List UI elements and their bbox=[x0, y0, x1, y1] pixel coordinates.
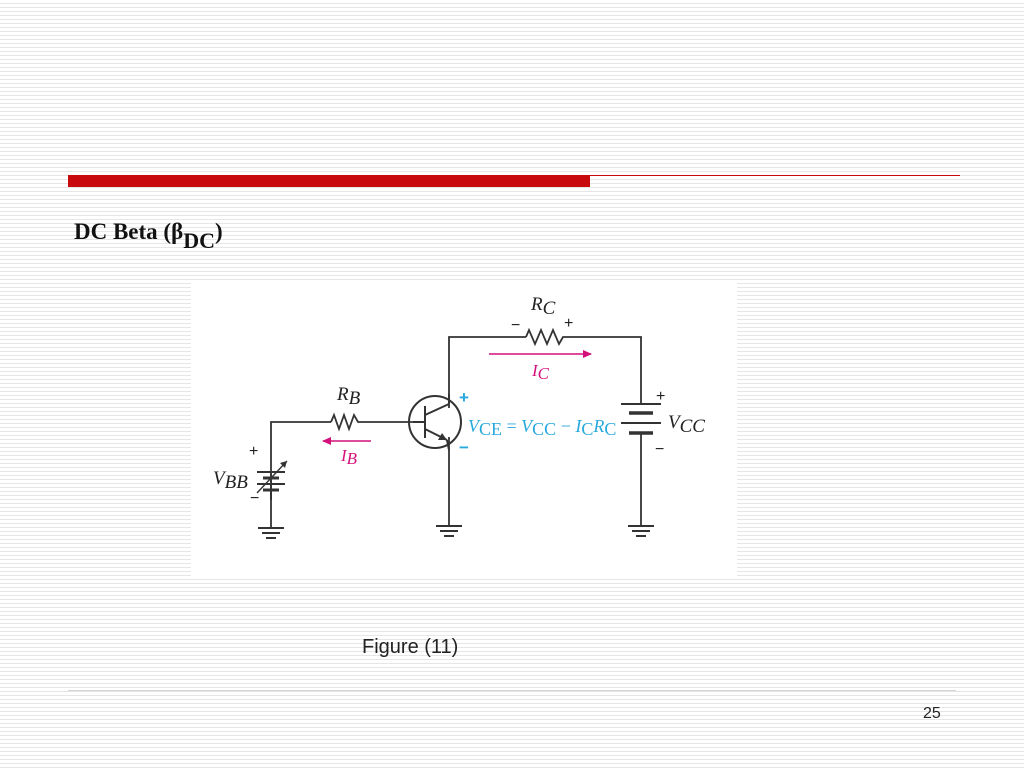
vcc-minus-sign: − bbox=[655, 441, 664, 458]
vbb-variable-battery: + − VBB bbox=[213, 443, 288, 507]
page-number: 25 bbox=[923, 705, 941, 722]
vce-equation: + − VCE = VCC − ICRC bbox=[459, 388, 616, 457]
figure-caption: Figure (11) bbox=[362, 636, 459, 658]
vcc-plus-sign: + bbox=[656, 388, 665, 405]
transistor-symbol bbox=[408, 394, 462, 451]
rc-minus-sign: − bbox=[511, 317, 520, 334]
ib-current-arrow: IB bbox=[322, 437, 371, 468]
ib-label: IB bbox=[340, 446, 358, 468]
vce-formula: VCE = VCC − ICRC bbox=[468, 416, 616, 439]
title-accent-bar-thick bbox=[68, 175, 590, 187]
rc-label: RC bbox=[530, 294, 556, 319]
vcc-label: VCC bbox=[668, 412, 705, 437]
vce-plus-sign: + bbox=[459, 388, 469, 407]
slide-title-close: ) bbox=[215, 219, 223, 244]
vce-minus-sign: − bbox=[459, 438, 469, 457]
ground-symbol-vcc bbox=[628, 525, 654, 537]
wires bbox=[270, 336, 642, 528]
vcc-battery: + − VCC bbox=[621, 388, 705, 458]
slide-title-subscript: DC bbox=[183, 228, 215, 253]
ground-symbol-base bbox=[258, 527, 284, 539]
circuit-diagram: − + RC IC RB IB + − VBB bbox=[191, 280, 737, 578]
vbb-minus-sign: − bbox=[250, 490, 259, 507]
footer-divider bbox=[68, 690, 956, 691]
ic-label: IC bbox=[531, 361, 550, 383]
rc-resistor: − + RC bbox=[511, 294, 573, 347]
slide-title: DC Beta (βDC) bbox=[74, 219, 223, 253]
rb-label: RB bbox=[336, 384, 361, 409]
vbb-plus-sign: + bbox=[249, 443, 258, 460]
rc-plus-sign: + bbox=[564, 315, 573, 332]
vbb-label: VBB bbox=[213, 468, 248, 493]
rb-resistor: RB bbox=[330, 384, 361, 432]
ic-current-arrow: IC bbox=[489, 350, 592, 383]
ground-symbol-emitter bbox=[436, 525, 462, 537]
title-accent-bar-thin bbox=[590, 175, 960, 176]
slide-title-main: DC Beta (β bbox=[74, 219, 184, 244]
